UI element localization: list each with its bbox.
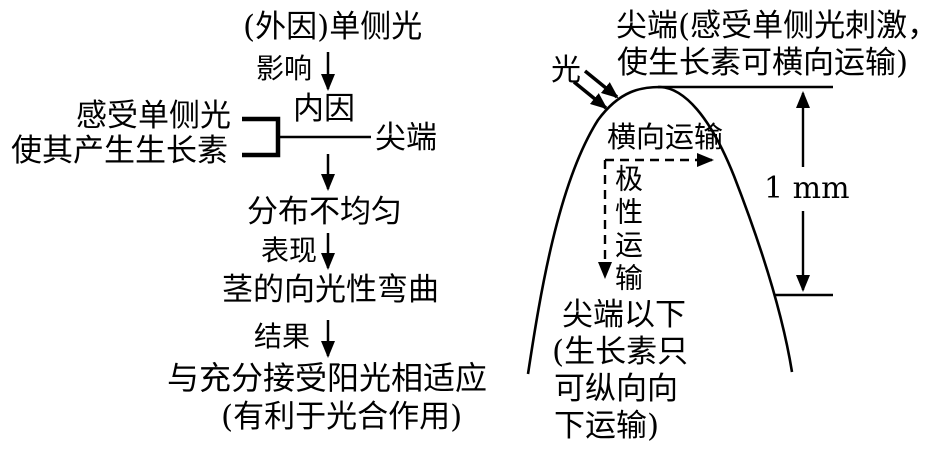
result-label: 结果 — [254, 320, 311, 353]
below-tip-line1: 尖端以下 — [562, 297, 686, 333]
below-tip-line3: 可纵向向 — [554, 371, 678, 407]
external-factor-label: (外因)单侧光 — [243, 9, 423, 45]
internal-factor-label: 内因 — [293, 91, 355, 127]
light-label: 光 — [551, 53, 581, 88]
tip-caption-line2: 使生长素可横向运输) — [617, 45, 909, 81]
influence-label: 影响 — [256, 52, 313, 85]
light-ray-arrow-1 — [583, 69, 619, 99]
perceive-light-line2: 使其产生生长素 — [11, 133, 228, 169]
tip-caption-line1: 尖端(感受单侧光刺激， — [616, 8, 930, 44]
below-tip-line4: 下运输) — [554, 408, 660, 444]
perceive-light-line1: 感受单侧光 — [76, 98, 231, 134]
light-ray-arrow-2 — [572, 80, 608, 110]
polar-transport-label: 极性运输 — [611, 164, 644, 296]
distribution-label: 分布不均匀 — [247, 194, 402, 230]
adaptation-note-label: (有利于光合作用) — [221, 399, 463, 435]
manifestation-label: 表现 — [261, 234, 318, 267]
scale-label: 1 mm — [764, 171, 850, 206]
tip-label: 尖端 — [375, 120, 437, 156]
adaptation-label: 与充分接受阳光相适应 — [167, 359, 488, 397]
bending-label: 茎的向光性弯曲 — [222, 272, 439, 308]
perceive-bracket — [242, 116, 281, 158]
lateral-transport-label: 横向运输 — [607, 120, 724, 154]
below-tip-line2: (生长素只 — [552, 334, 689, 370]
